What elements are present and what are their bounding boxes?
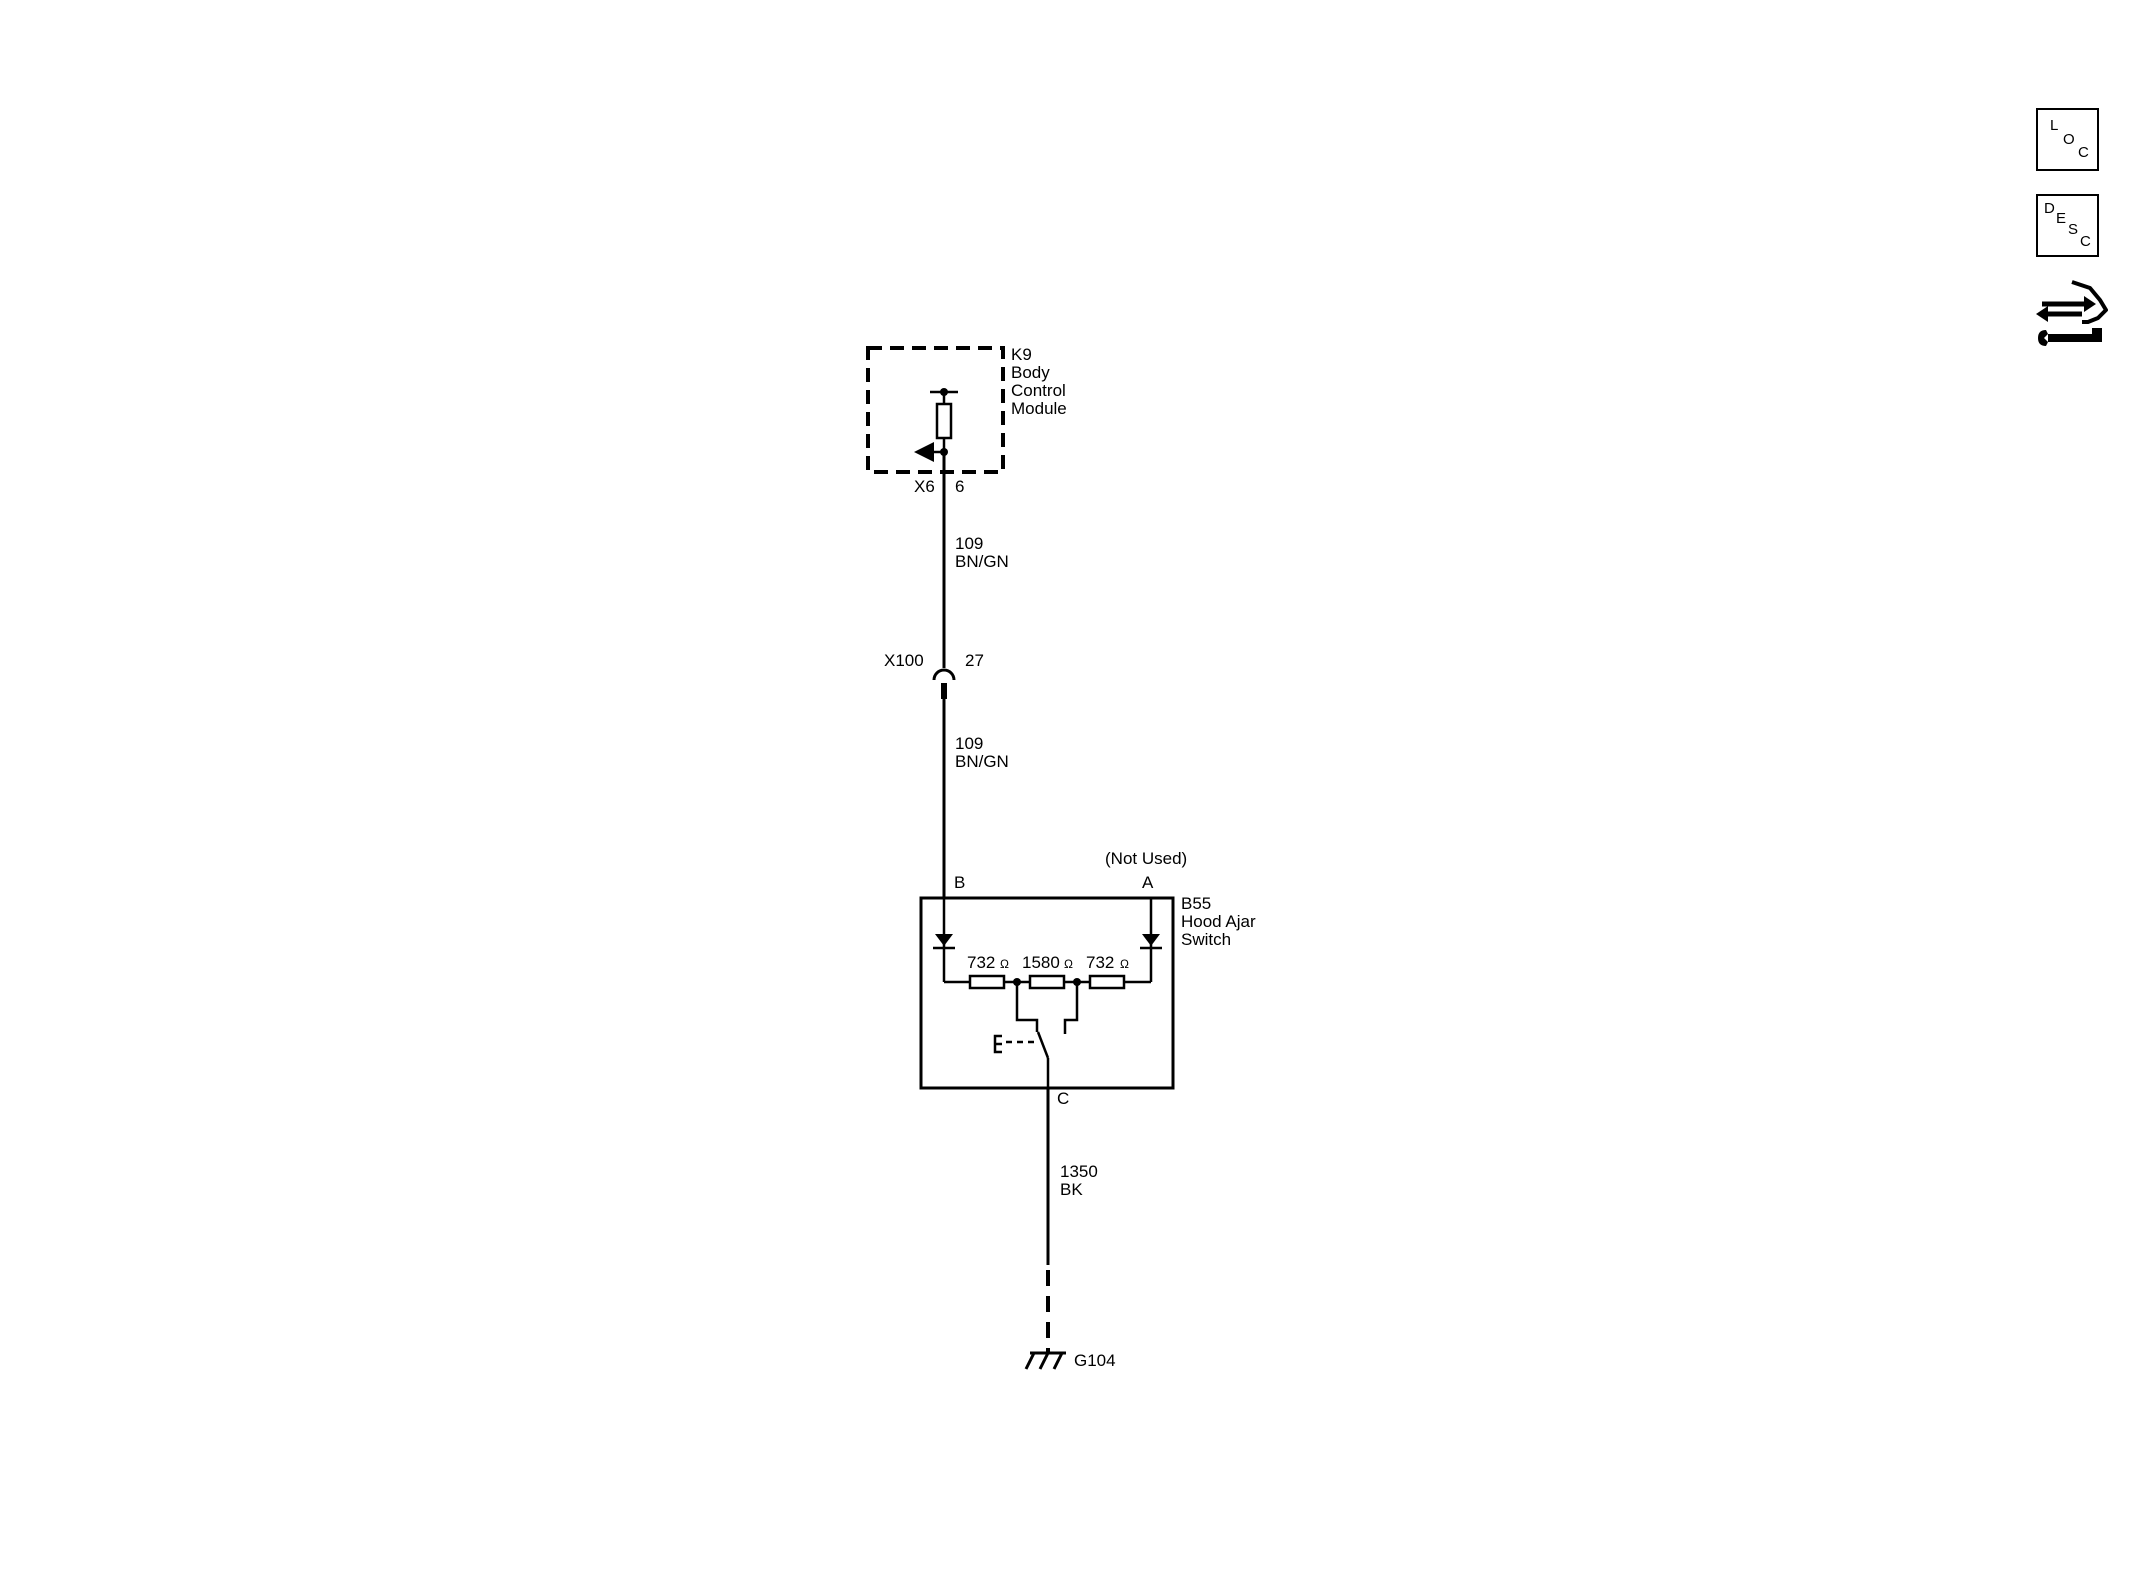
ground-id: G104 [1074, 1351, 1116, 1370]
wire-middle-circuit: 109 [955, 734, 983, 753]
switch-name-line1: Hood Ajar [1181, 912, 1256, 931]
switch-pin-a: A [1142, 873, 1154, 892]
wire-ground-circuit: 1350 [1060, 1162, 1098, 1181]
wire-109-upper: 109 BN/GN [942, 452, 1009, 668]
resistor-ladder: 732 Ω 1580 Ω 732 Ω [944, 953, 1151, 990]
wire-upper-circuit: 109 [955, 534, 983, 553]
resistor-1-value: 732 [967, 953, 995, 972]
switch-pin-c: C [1057, 1089, 1069, 1108]
resistor-2-icon [1028, 974, 1066, 990]
wire-upper-color: BN/GN [955, 552, 1009, 571]
bcm-connector: X6 [914, 477, 935, 496]
bcm-id: K9 [1011, 345, 1032, 364]
switch-pin-b: B [954, 873, 965, 892]
inline-connector-x100: X100 27 [884, 651, 984, 699]
bcm-name-line1: Body [1011, 363, 1050, 382]
terminal-a-arrow-icon [1140, 898, 1162, 982]
resistor-1-unit: Ω [1000, 957, 1009, 971]
pull-up-resistor-icon [914, 388, 958, 462]
desc-letter-e: E [2056, 210, 2067, 227]
bcm-pin: 6 [955, 477, 964, 496]
desc-button[interactable]: D E S C [2036, 194, 2099, 257]
wire-middle-color: BN/GN [955, 752, 1009, 771]
body-control-module: K9 Body Control Module X6 6 [866, 345, 1067, 496]
loc-letter-c: C [2078, 144, 2089, 161]
resistor-3-unit: Ω [1120, 957, 1129, 971]
wire-109-middle: 109 BN/GN [942, 699, 1009, 898]
loc-letter-o: O [2063, 131, 2075, 148]
wire-1350: 1350 BK [1046, 1088, 1098, 1352]
resistor-3-icon [1088, 974, 1126, 990]
ground-symbol-icon [1024, 1351, 1066, 1370]
hood-ajar-switch: B A (Not Used) B55 Hood Ajar Switch C [919, 849, 1256, 1108]
resistor-1-icon [968, 974, 1006, 990]
desc-letter-c: C [2080, 233, 2091, 250]
switch-name-line2: Switch [1181, 930, 1231, 949]
terminal-b-arrow-icon [933, 898, 955, 982]
switch-id: B55 [1181, 894, 1211, 913]
inline-connector-id: X100 [884, 651, 924, 670]
connector-wrench-icon[interactable] [2032, 276, 2112, 356]
desc-letter-d: D [2044, 200, 2055, 217]
loc-letter-l: L [2050, 117, 2059, 134]
loc-button[interactable]: L O C [2036, 108, 2099, 171]
resistor-2-value: 1580 [1022, 953, 1060, 972]
connector-male-icon [941, 683, 947, 699]
switch-pin-a-note: (Not Used) [1105, 849, 1187, 868]
connector-female-icon [932, 668, 956, 681]
bcm-name-line2: Control [1011, 381, 1066, 400]
signal-input-arrow-icon [914, 442, 934, 462]
ground-g104: G104 [1024, 1351, 1116, 1370]
bcm-name-line3: Module [1011, 399, 1067, 418]
resistor-2-unit: Ω [1064, 957, 1073, 971]
desc-letter-s: S [2068, 221, 2079, 238]
wire-ground-color: BK [1060, 1180, 1083, 1199]
resistor-3-value: 732 [1086, 953, 1114, 972]
inline-connector-pin: 27 [965, 651, 984, 670]
bcm-dashed-boundary [866, 346, 1005, 474]
switch-contact-icon [993, 982, 1079, 1088]
